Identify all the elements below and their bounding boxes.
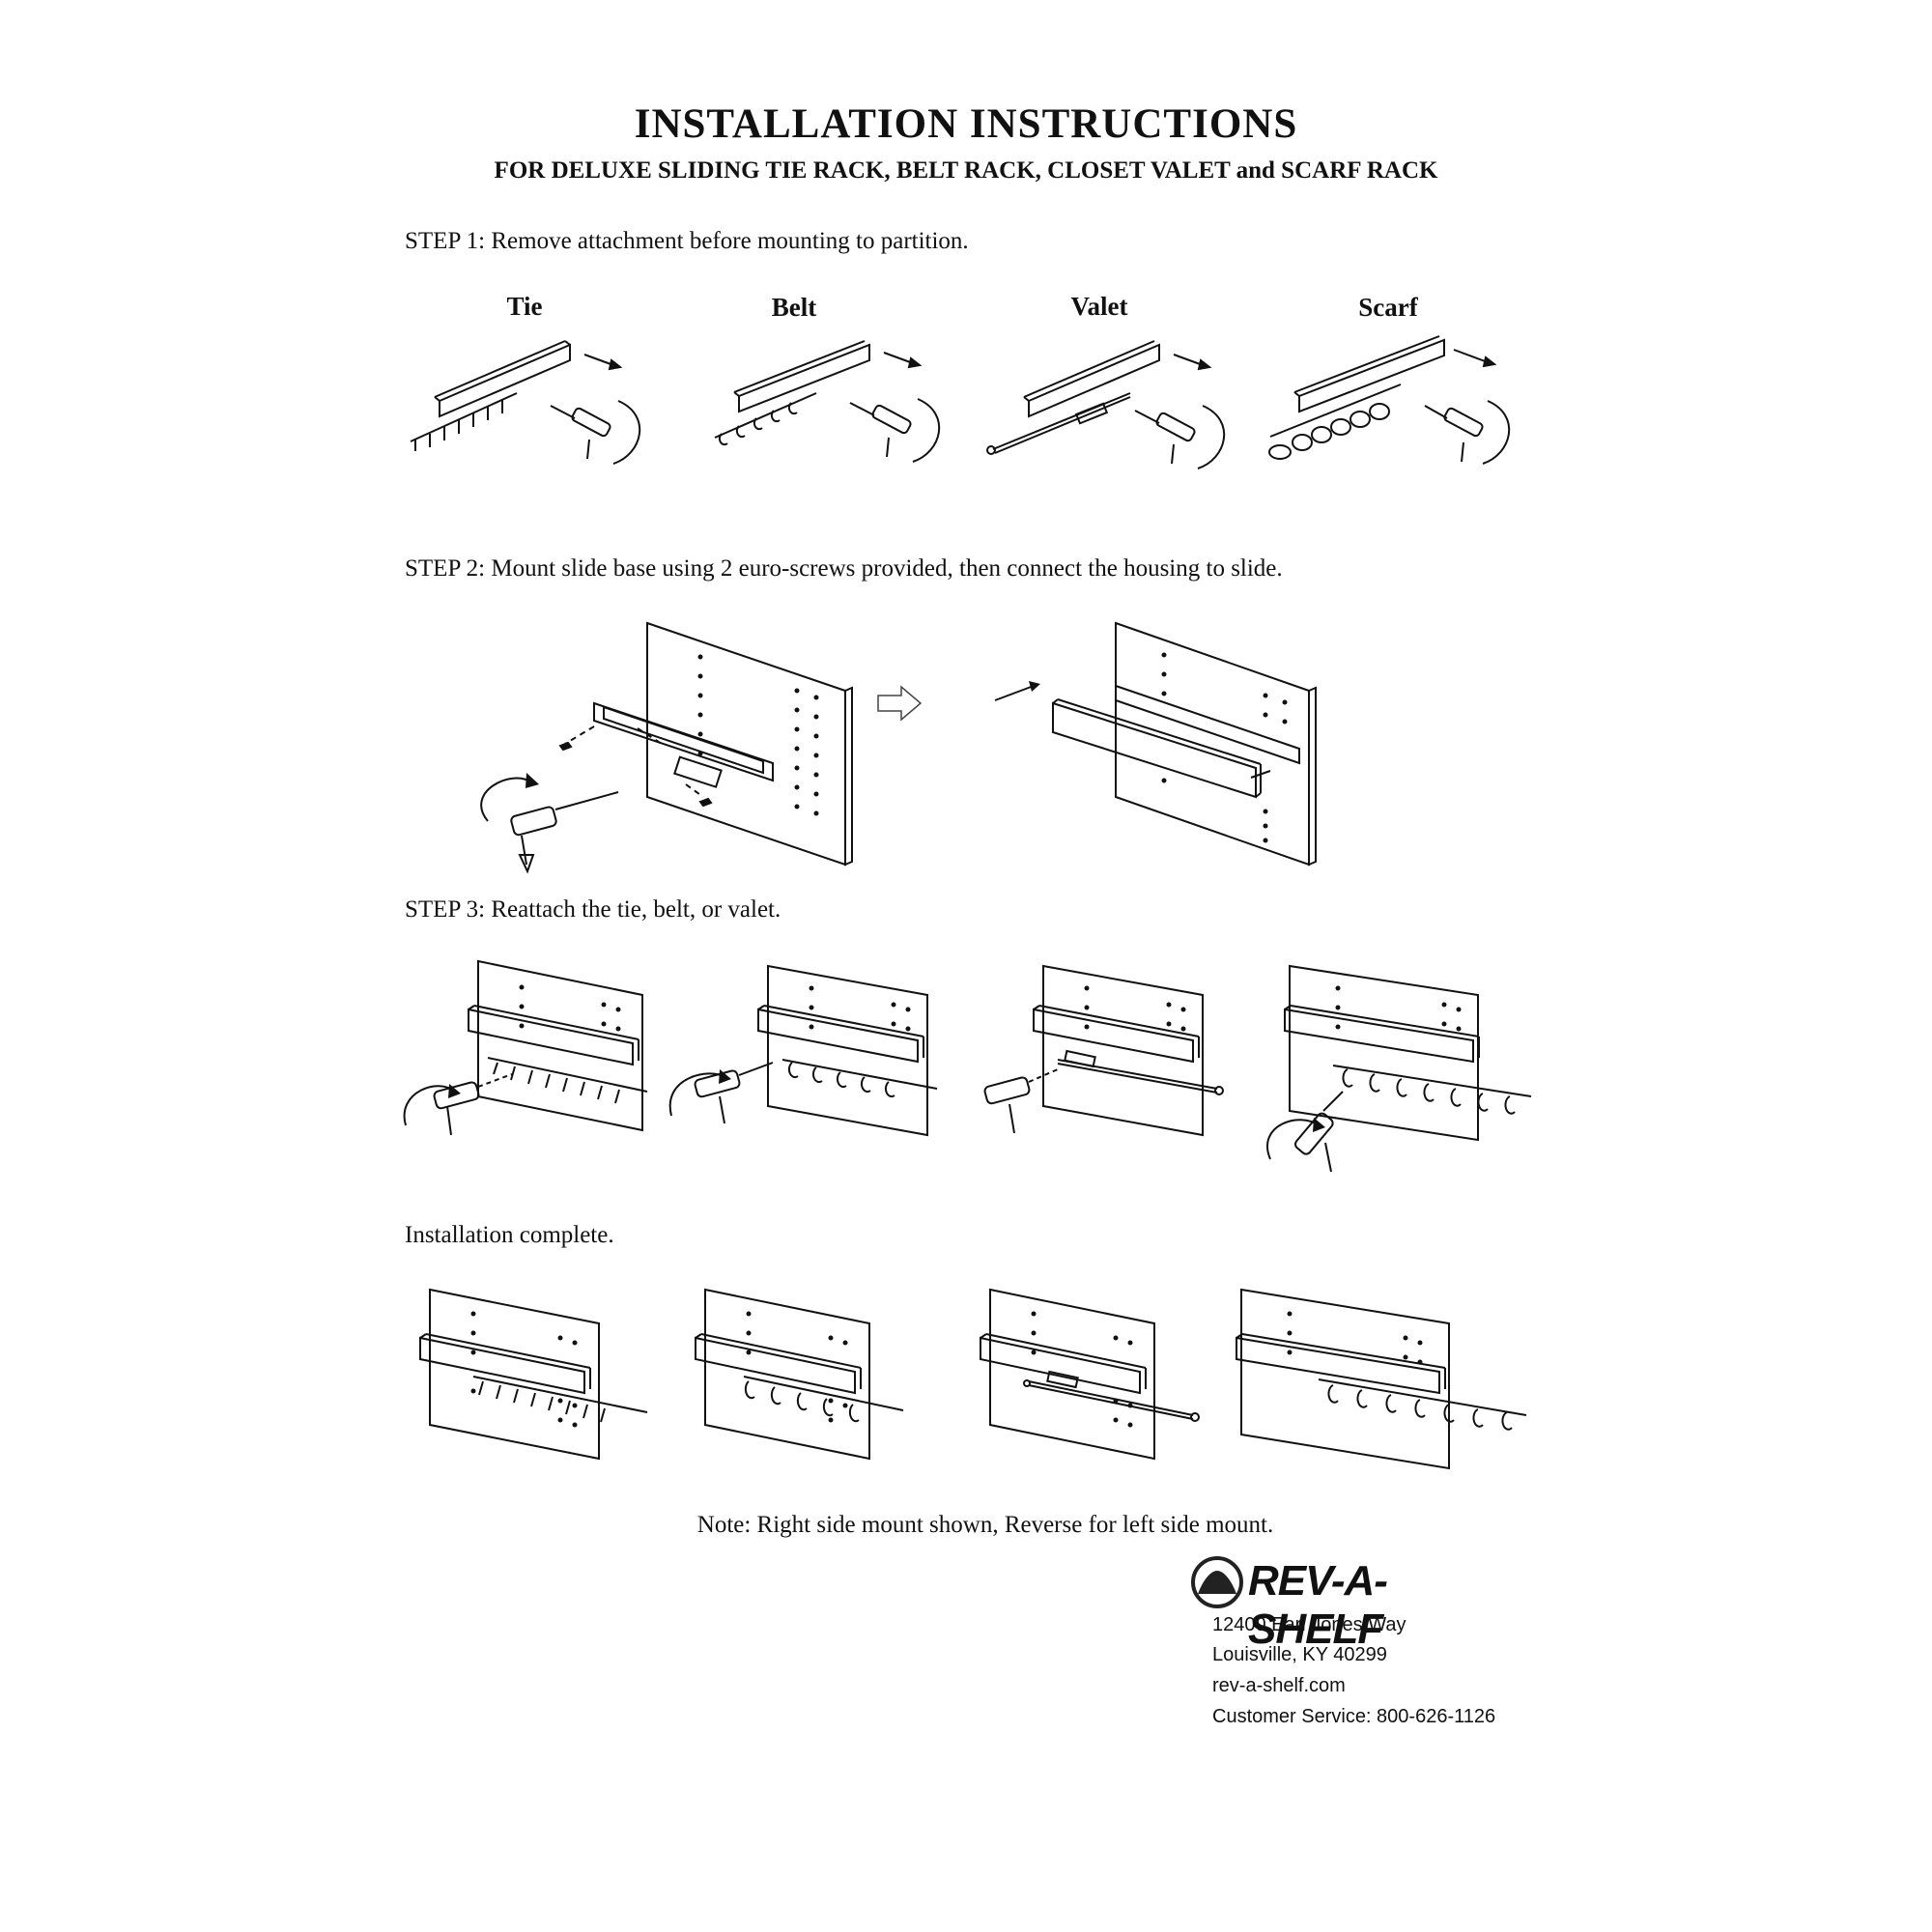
- logo-text: REV-A-SHELF: [1248, 1557, 1388, 1653]
- customer-service-text: Customer Service: 800-626-1126: [1212, 1706, 1496, 1727]
- mount-note: Note: Right side mount shown, Reverse fo…: [696, 1512, 1274, 1538]
- step1-valet-illustration: [985, 333, 1246, 478]
- rack-label-tie: Tie: [506, 292, 543, 321]
- website-text: rev-a-shelf.com: [1212, 1675, 1346, 1696]
- step1-scarf-illustration: [1265, 328, 1536, 478]
- step3-tie-illustration: [401, 956, 657, 1150]
- complete-tie-illustration: [415, 1285, 657, 1463]
- step3-belt-illustration: [662, 961, 942, 1150]
- complete-valet-illustration: [980, 1285, 1203, 1463]
- address-line-1: 12400 Earl Jones Way: [1212, 1614, 1406, 1635]
- step1-tie-illustration: [406, 333, 657, 478]
- address-line-2: Louisville, KY 40299: [1212, 1644, 1387, 1665]
- step-2-text: STEP 2: Mount slide base using 2 euro-sc…: [405, 555, 1283, 582]
- rack-label-valet: Valet: [1070, 292, 1128, 321]
- step2-arrow-icon: [876, 684, 924, 723]
- company-logo: REV-A-SHELF: [1190, 1555, 1509, 1653]
- step-3-text: STEP 3: Reattach the tie, belt, or valet…: [405, 896, 781, 923]
- step-1-text: STEP 1: Remove attachment before mountin…: [405, 228, 969, 254]
- logo-mark-icon: [1191, 1556, 1243, 1608]
- complete-scarf-illustration: [1236, 1285, 1536, 1473]
- complete-text: Installation complete.: [405, 1222, 614, 1248]
- step2-connect-housing-illustration: [990, 618, 1338, 874]
- rack-label-belt: Belt: [771, 293, 817, 322]
- step3-valet-illustration: [952, 961, 1222, 1150]
- step1-belt-illustration: [710, 333, 961, 478]
- rack-label-scarf: Scarf: [1358, 293, 1418, 322]
- page-title: INSTALLATION INSTRUCTIONS: [634, 101, 1298, 147]
- step2-mount-slide-illustration: [473, 618, 860, 874]
- page-subtitle: FOR DELUXE SLIDING TIE RACK, BELT RACK, …: [494, 157, 1438, 184]
- step3-scarf-illustration: [1246, 961, 1536, 1179]
- complete-belt-illustration: [696, 1285, 908, 1463]
